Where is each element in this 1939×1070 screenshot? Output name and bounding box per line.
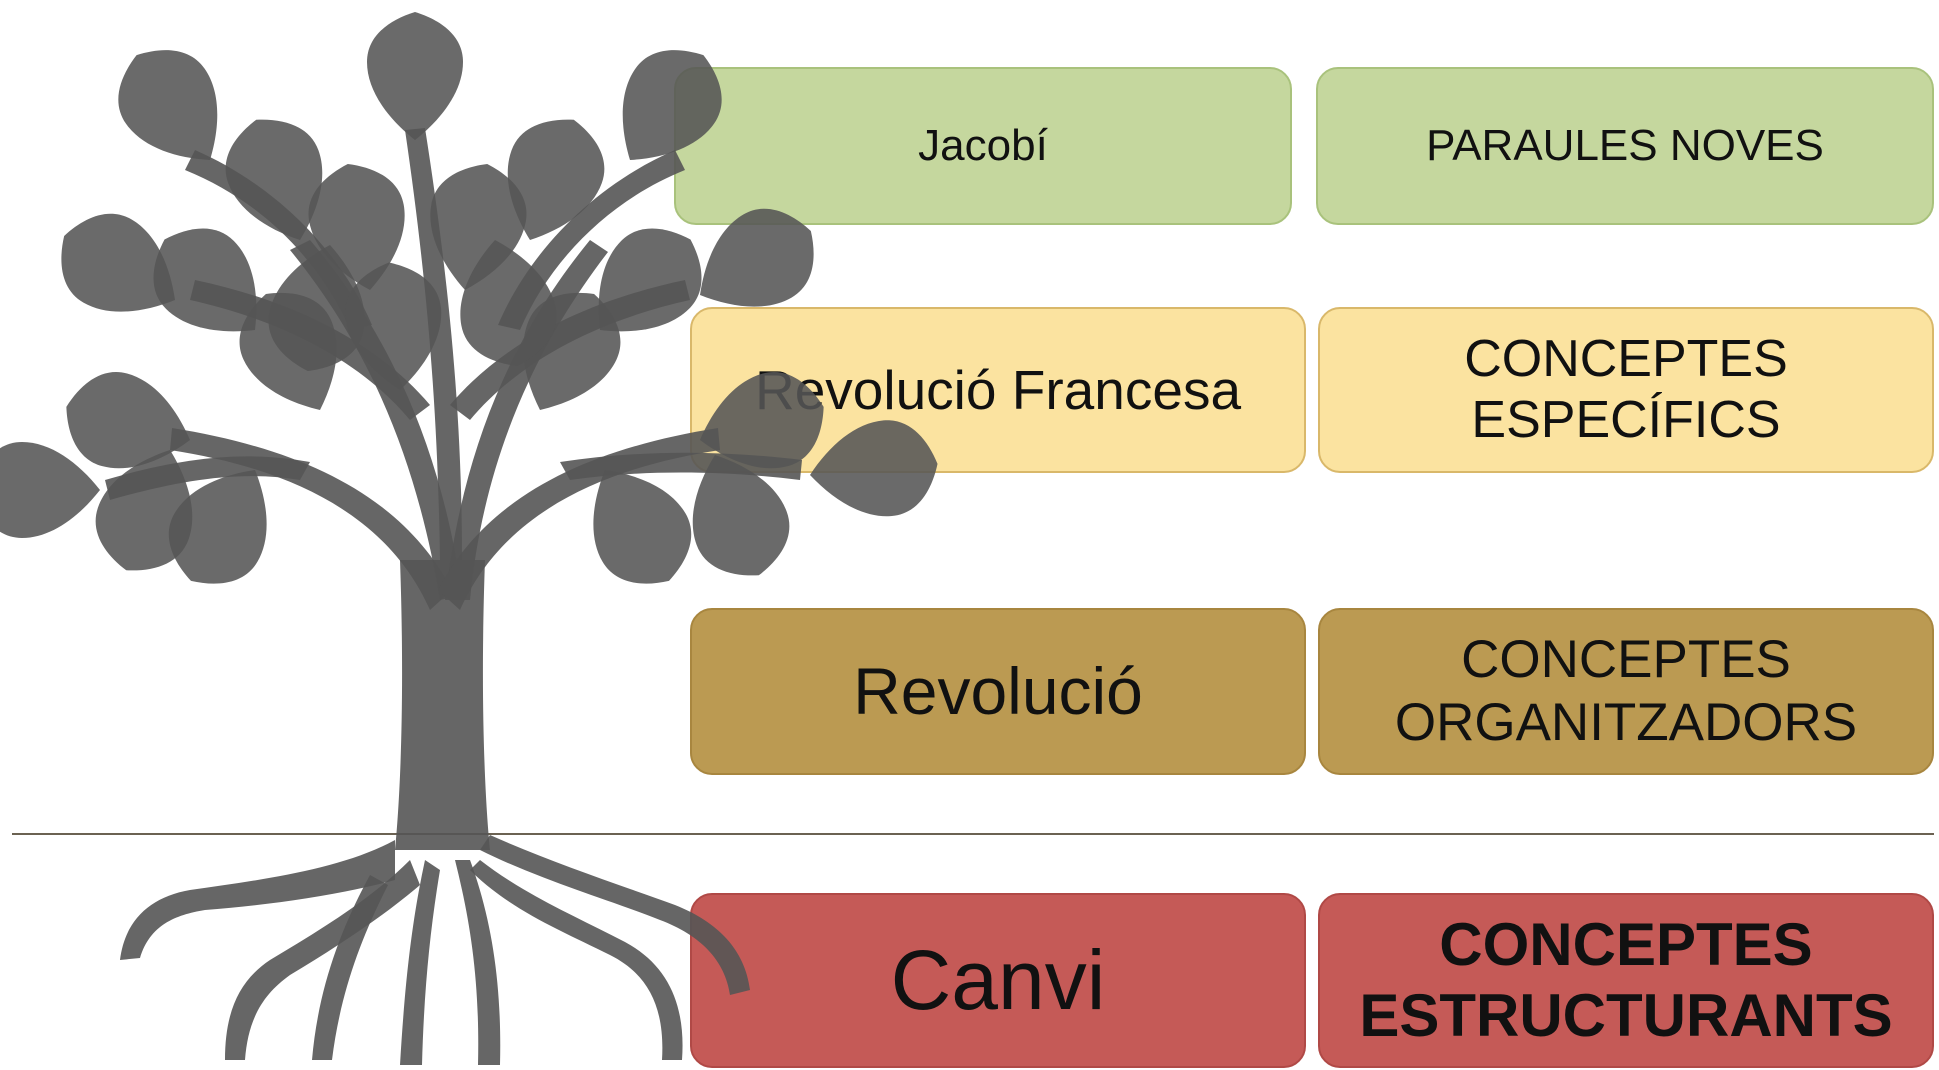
example-label-row-2: Revolució Francesa: [754, 358, 1242, 421]
category-line: ORGANITZADORS: [1394, 692, 1858, 752]
example-box-row-1: Jacobí: [674, 67, 1292, 225]
category-box-row-4: CONCEPTES ESTRUCTURANTS: [1318, 893, 1934, 1068]
category-box-row-1: PARAULES NOVES: [1316, 67, 1934, 225]
example-label-row-4: Canvi: [890, 932, 1106, 1027]
example-label-row-1: Jacobí: [918, 121, 1048, 171]
ground-line: [12, 833, 1934, 835]
category-line: CONCEPTES: [1464, 329, 1788, 388]
category-line: CONCEPTES: [1439, 910, 1813, 978]
example-label-row-3: Revolució: [853, 653, 1143, 728]
category-line: ESTRUCTURANTS: [1359, 981, 1893, 1049]
example-box-row-3: Revolució: [690, 608, 1306, 775]
category-line: ESPECÍFICS: [1471, 391, 1781, 449]
category-line: PARAULES NOVES: [1426, 121, 1824, 171]
category-box-row-3: CONCEPTES ORGANITZADORS: [1318, 608, 1934, 775]
category-label-row-3: CONCEPTES ORGANITZADORS: [1395, 629, 1857, 754]
category-box-row-2: CONCEPTES ESPECÍFICS: [1318, 307, 1934, 473]
category-line: CONCEPTES: [1461, 629, 1791, 689]
category-label-row-2: CONCEPTES ESPECÍFICS: [1464, 329, 1788, 452]
category-label-row-1: PARAULES NOVES: [1426, 120, 1824, 172]
example-box-row-2: Revolució Francesa: [690, 307, 1306, 473]
example-box-row-4: Canvi: [690, 893, 1306, 1068]
category-label-row-4: CONCEPTES ESTRUCTURANTS: [1359, 910, 1892, 1052]
